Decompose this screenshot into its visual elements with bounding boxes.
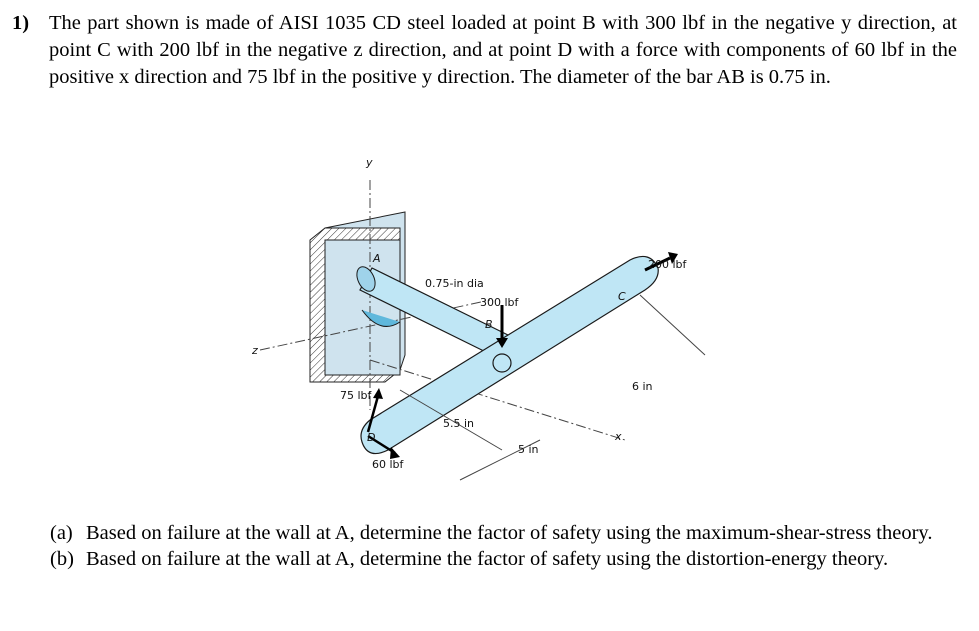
load-b-label: 300 lbf: [480, 296, 520, 309]
dia-label: 0.75-in dia: [425, 277, 484, 290]
question-a: (a) Based on failure at the wall at A, d…: [50, 520, 955, 546]
questions-list: (a) Based on failure at the wall at A, d…: [50, 520, 955, 572]
question-a-label: (a): [50, 522, 73, 544]
rod-ab: [356, 266, 511, 359]
problem-number: 1): [12, 12, 30, 34]
point-a-label: A: [372, 252, 381, 265]
dim-bc-label: 6 in: [632, 380, 653, 393]
figure: y z x: [240, 150, 740, 500]
dim-bd-label: 5 in: [518, 443, 539, 456]
axis-y-label: y: [365, 156, 373, 169]
load-d-x-label: 60 lbf: [372, 458, 405, 471]
question-b-label: (b): [50, 548, 74, 570]
question-b: (b) Based on failure at the wall at A, d…: [50, 546, 955, 572]
dimension-lines: [399, 294, 706, 481]
axes: y z x: [251, 156, 626, 443]
question-b-text: Based on failure at the wall at A, deter…: [86, 548, 889, 570]
problem-block: 1) The part shown is made of AISI 1035 C…: [12, 10, 957, 91]
axis-z-label: z: [251, 344, 258, 357]
point-d-label: D: [367, 431, 375, 444]
point-b-label: B: [485, 318, 493, 331]
load-d-y-label: 75 lbf: [340, 389, 373, 402]
arm-cd: [360, 255, 659, 455]
problem-statement: The part shown is made of AISI 1035 CD s…: [49, 12, 957, 88]
bracket-diagram: y z x: [251, 156, 706, 481]
load-c-label: 200 lbf: [648, 258, 688, 271]
dim-ab-label: 5.5 in: [443, 417, 474, 430]
question-a-text: Based on failure at the wall at A, deter…: [86, 522, 933, 544]
loads: [366, 252, 678, 459]
point-c-label: C: [618, 290, 626, 303]
axis-x-label: x: [614, 430, 622, 443]
